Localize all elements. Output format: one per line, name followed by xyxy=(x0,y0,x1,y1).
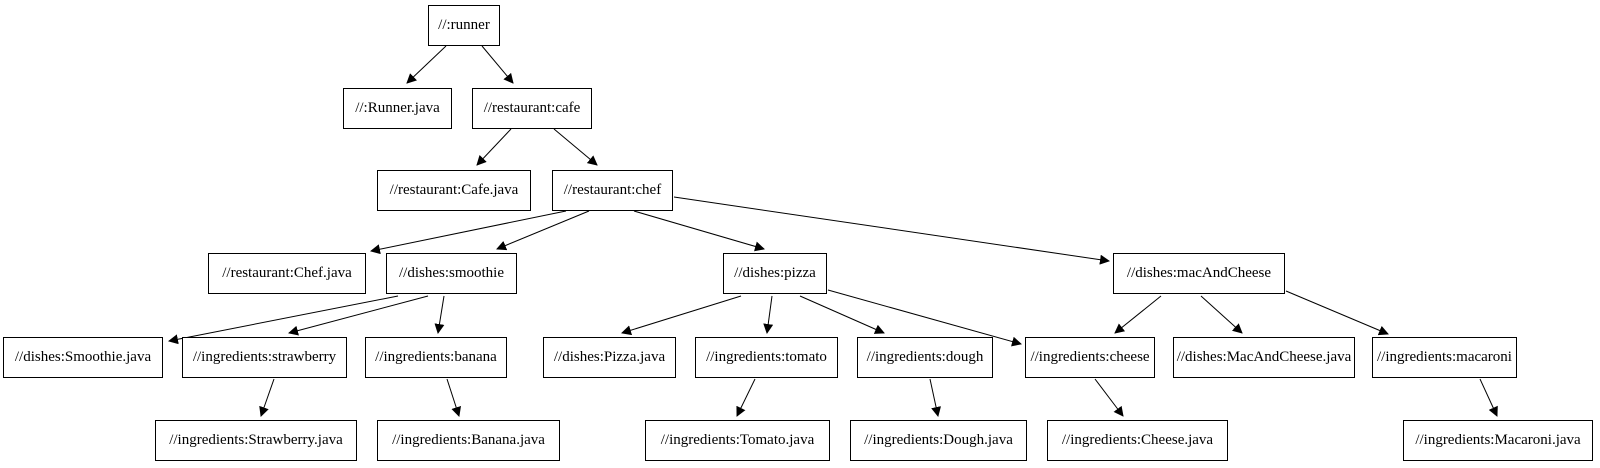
edge-strawberry-to-strawberry-java xyxy=(259,378,275,417)
graph-node-strawberry-java: //ingredients:Strawberry.java xyxy=(155,420,357,461)
edge-macandcheese-to-macandcheese-java xyxy=(1200,295,1243,334)
graph-node-pizza: //dishes:pizza xyxy=(723,253,827,294)
edge-macaroni-to-macaroni-java xyxy=(1479,378,1498,417)
edge-runner-to-runner-java xyxy=(406,45,447,84)
edge-pizza-to-dough xyxy=(799,295,885,334)
graph-node-banana-java: //ingredients:Banana.java xyxy=(377,420,560,461)
graph-node-cheese-java: //ingredients:Cheese.java xyxy=(1047,420,1228,461)
graph-node-strawberry: //ingredients:strawberry xyxy=(182,337,347,378)
graph-node-cheese: //ingredients:cheese xyxy=(1025,337,1155,378)
edge-cafe-to-cafe-java xyxy=(476,128,512,166)
graph-node-tomato: //ingredients:tomato xyxy=(695,337,838,378)
graph-node-macaroni: //ingredients:macaroni xyxy=(1372,337,1517,378)
edge-chef-to-pizza xyxy=(633,210,765,252)
graph-node-dough-java: //ingredients:Dough.java xyxy=(850,420,1027,461)
edge-pizza-to-pizza-java xyxy=(621,295,742,336)
edge-cafe-to-chef xyxy=(553,128,598,166)
graph-node-dough: //ingredients:dough xyxy=(857,337,993,378)
edge-macandcheese-to-cheese xyxy=(1114,295,1162,334)
edge-pizza-to-cheese xyxy=(827,289,1022,347)
edge-smoothie-to-smoothie-java xyxy=(168,295,399,345)
graph-node-macandcheese-java: //dishes:MacAndCheese.java xyxy=(1173,337,1355,378)
edge-tomato-to-tomato-java xyxy=(736,378,756,417)
graph-node-pizza-java: //dishes:Pizza.java xyxy=(543,337,676,378)
edge-dough-to-dough-java xyxy=(929,378,941,417)
graph-node-tomato-java: //ingredients:Tomato.java xyxy=(645,420,830,461)
edge-macandcheese-to-macaroni xyxy=(1285,290,1389,336)
graph-node-chef-java: //restaurant:Chef.java xyxy=(208,253,366,294)
graph-node-macandcheese: //dishes:macAndCheese xyxy=(1113,253,1285,294)
edge-smoothie-to-strawberry xyxy=(288,295,429,336)
graph-node-banana: //ingredients:banana xyxy=(365,337,507,378)
edge-chef-to-smoothie xyxy=(496,210,590,251)
graph-node-runner: //:runner xyxy=(428,5,500,46)
edge-cheese-to-cheese-java xyxy=(1094,378,1124,417)
graph-node-smoothie: //dishes:smoothie xyxy=(386,253,517,294)
edge-banana-to-banana-java xyxy=(446,378,461,417)
edge-runner-to-cafe xyxy=(481,45,514,84)
edge-pizza-to-tomato xyxy=(763,295,774,334)
graph-node-cafe: //restaurant:cafe xyxy=(472,88,592,129)
graph-node-cafe-java: //restaurant:Cafe.java xyxy=(377,170,531,211)
edge-chef-to-macandcheese xyxy=(673,196,1110,265)
graph-node-chef: //restaurant:chef xyxy=(552,170,673,211)
graph-node-runner-java: //:Runner.java xyxy=(343,88,452,129)
graph-node-smoothie-java: //dishes:Smoothie.java xyxy=(3,337,163,378)
graph-node-macaroni-java: //ingredients:Macaroni.java xyxy=(1403,420,1593,461)
edge-chef-to-chef-java xyxy=(370,210,567,255)
edge-smoothie-to-banana xyxy=(434,295,445,334)
